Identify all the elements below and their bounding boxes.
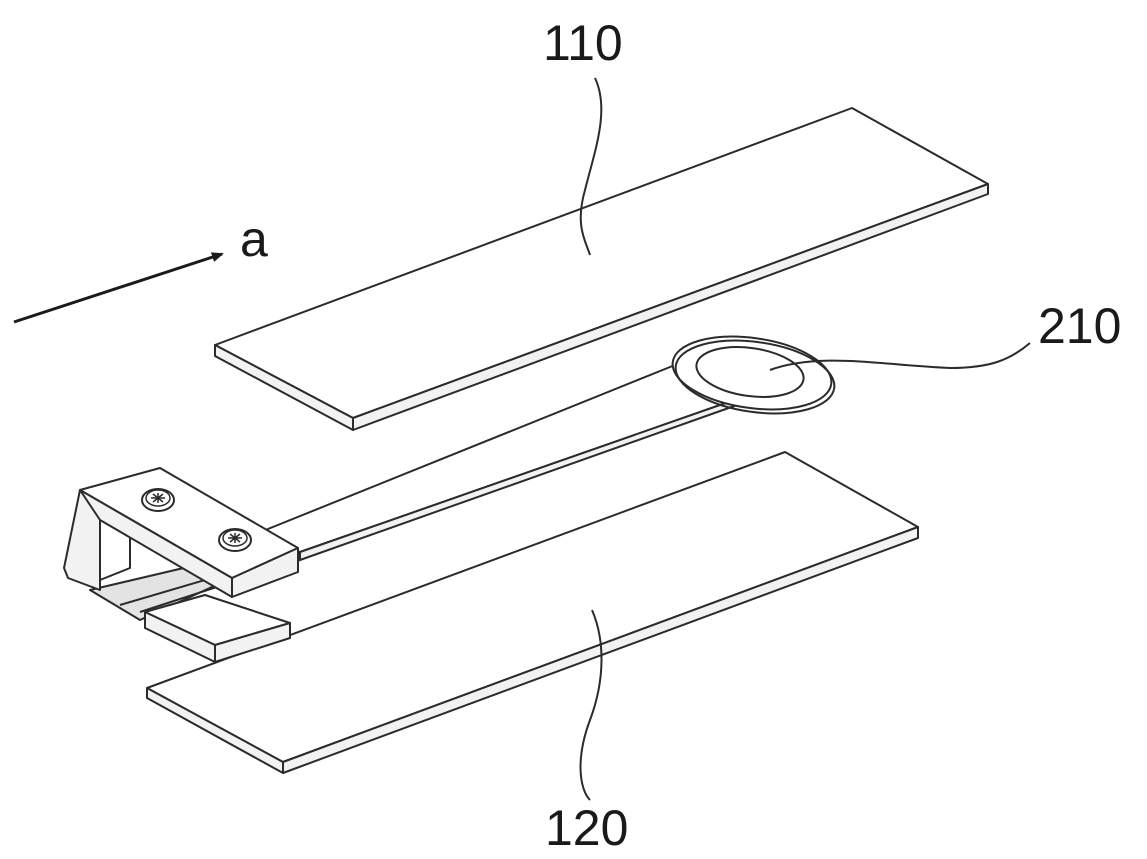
sensor-element: [89, 335, 836, 621]
direction-arrow: [13, 252, 224, 324]
leader-110: [579, 77, 603, 256]
lower-plate: [146, 451, 919, 774]
clamp-bracket: [63, 467, 299, 663]
label-120: 120: [545, 800, 628, 856]
screw-1: [141, 488, 175, 512]
label-110: 110: [543, 15, 623, 71]
upper-plate: [214, 107, 989, 431]
screw-2: [218, 528, 252, 552]
label-210: 210: [1038, 298, 1121, 354]
direction-label: a: [240, 211, 268, 267]
leader-120: [579, 609, 603, 801]
leader-210: [769, 342, 1031, 371]
